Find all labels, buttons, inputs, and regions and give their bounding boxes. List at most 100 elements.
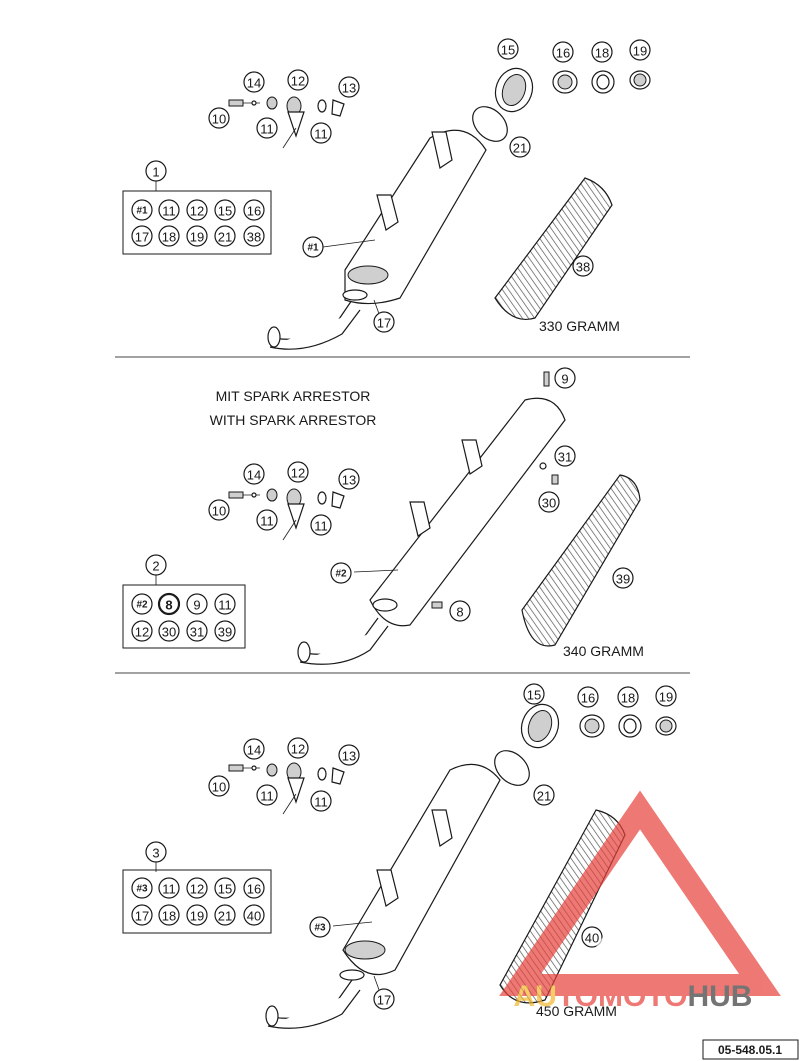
part-callout-13: 13 [338,468,360,490]
part-callout-19: 19 [655,685,677,707]
part-callout-40: 40 [581,926,603,948]
svg-text:#1: #1 [307,243,319,254]
part-callout-11: 11 [256,784,278,806]
kit-item-8: 8 [157,592,181,616]
insulation-mat-1 [494,177,613,320]
svg-text:17: 17 [377,993,391,1008]
svg-text:18: 18 [162,909,176,924]
svg-text:30: 30 [162,625,176,640]
svg-text:11: 11 [260,789,274,804]
section-1 [228,67,651,350]
kit-box-3 [122,869,272,934]
mount-hardware-2 [228,488,345,541]
svg-text:21: 21 [218,230,232,245]
part-callout-13: 13 [338,744,360,766]
part-callout-21: 21 [533,784,555,806]
svg-text:12: 12 [291,742,305,757]
kit-item-39: 39 [214,620,236,642]
section-2 [228,371,641,665]
kit-group-number: 1 [145,160,167,182]
part-callout-39: 39 [612,567,634,589]
mount-hardware-1 [228,96,345,149]
part-callout-13: 13 [338,76,360,98]
svg-text:11: 11 [260,122,274,137]
svg-text:31: 31 [558,450,572,465]
svg-text:15: 15 [527,688,541,703]
svg-text:16: 16 [247,204,261,219]
svg-text:#1: #1 [136,206,148,217]
mat-weight-label: 340 GRAMM [563,643,644,659]
svg-text:12: 12 [190,204,204,219]
part-callout-10: 10 [208,107,230,129]
kit-item-19: 19 [186,904,208,926]
svg-text:16: 16 [247,882,261,897]
part-callout-10: 10 [208,499,230,521]
doc-number: 05-548.05.1 [718,1043,782,1057]
svg-text:17: 17 [135,909,149,924]
part-callout-12: 12 [287,461,309,483]
part-callout-10: 10 [208,775,230,797]
svg-text:11: 11 [314,127,328,142]
svg-text:9: 9 [193,598,200,613]
svg-text:18: 18 [621,691,635,706]
svg-text:11: 11 [218,598,232,613]
kit-item-15: 15 [214,877,236,899]
svg-text:11: 11 [162,882,176,897]
part-callout-11: 11 [310,122,332,144]
part-callout-14: 14 [243,738,265,760]
svg-text:15: 15 [501,43,515,58]
svg-text:3: 3 [152,846,159,861]
kit-box-2 [122,584,246,649]
part-callout-8: 8 [449,600,471,622]
svg-text:19: 19 [659,690,673,705]
kit-item-#2: #2 [131,593,153,615]
svg-text:15: 15 [218,882,232,897]
kit-item-11: 11 [158,199,180,221]
part-callout-16: 16 [552,41,574,63]
part-callout-11: 11 [256,117,278,139]
svg-text:9: 9 [561,372,568,387]
part-callout-12: 12 [287,737,309,759]
part-callout-11: 11 [310,514,332,536]
svg-text:40: 40 [247,909,261,924]
part-callout-11: 11 [256,509,278,531]
part-callout-31: 31 [554,445,576,467]
watermark-triangle [499,790,781,996]
mount-hardware-3 [228,762,345,815]
part-callout-#3: #3 [309,916,331,938]
svg-text:39: 39 [616,572,630,587]
spark-arrestor-title-en: WITH SPARK ARRESTOR [210,412,377,428]
svg-text:12: 12 [135,625,149,640]
kit-group-number: 2 [145,554,167,576]
insulation-mat-2 [521,474,641,647]
kit-item-#3: #3 [131,877,153,899]
kit-item-#1: #1 [131,199,153,221]
svg-text:10: 10 [212,112,226,127]
svg-text:14: 14 [247,743,261,758]
svg-text:19: 19 [190,230,204,245]
svg-text:18: 18 [595,46,609,61]
kit-item-21: 21 [214,225,236,247]
kit-item-16: 16 [243,199,265,221]
part-callout-14: 14 [243,71,265,93]
svg-text:21: 21 [537,789,551,804]
part-callout-19: 19 [629,39,651,61]
kit-item-21: 21 [214,904,236,926]
part-callout-11: 11 [310,790,332,812]
svg-text:19: 19 [190,909,204,924]
kit-box-1 [122,190,272,255]
part-callout-17: 17 [373,311,395,333]
svg-text:18: 18 [162,230,176,245]
svg-text:38: 38 [247,230,261,245]
kit-item-18: 18 [158,904,180,926]
doc-number-box [702,1039,799,1060]
part-callout-18: 18 [617,686,639,708]
kit-item-12: 12 [186,199,208,221]
kit-item-11: 11 [158,877,180,899]
kit-item-31: 31 [186,620,208,642]
svg-text:1: 1 [152,165,159,180]
svg-text:39: 39 [218,625,232,640]
kit-item-40: 40 [243,904,265,926]
svg-text:14: 14 [247,76,261,91]
